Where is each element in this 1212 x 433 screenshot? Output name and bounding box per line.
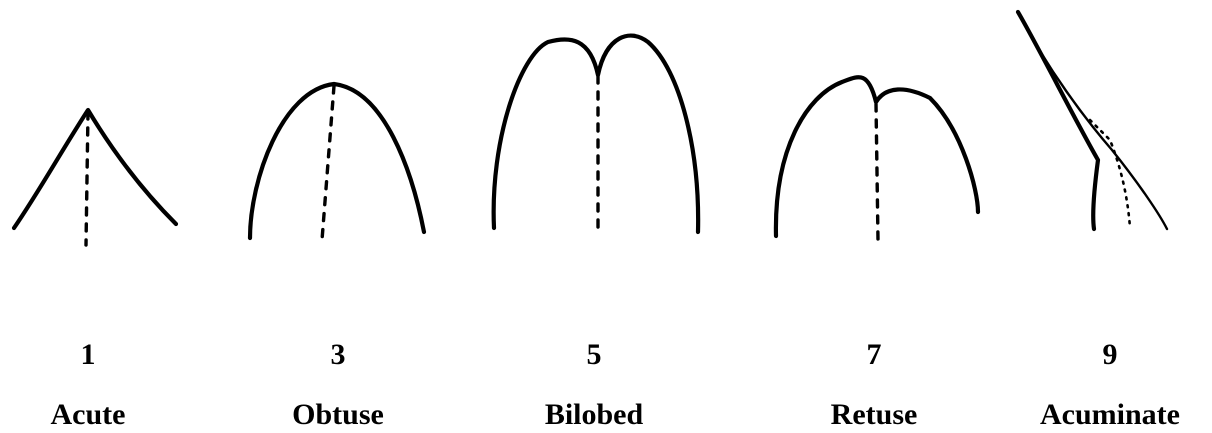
acuminate-leaf-apex-icon (1015, 9, 1169, 232)
shape-name: Acute (50, 398, 126, 431)
shape-name: Acuminate (1040, 398, 1180, 431)
shape-code: 3 (330, 338, 346, 371)
shape-code: 5 (586, 338, 602, 371)
obtuse-leaf-apex-icon (247, 81, 427, 242)
shape-name: Retuse (830, 398, 918, 431)
retuse-leaf-apex-icon (773, 75, 981, 242)
acute-leaf-apex-icon (11, 107, 179, 247)
bilobed-leaf-apex-icon (491, 33, 701, 238)
shape-code: 9 (1102, 338, 1118, 371)
shape-code: 1 (80, 338, 96, 371)
shape-code: 7 (866, 338, 882, 371)
shape-name: Obtuse (292, 398, 384, 431)
shape-name: Bilobed (544, 398, 644, 431)
